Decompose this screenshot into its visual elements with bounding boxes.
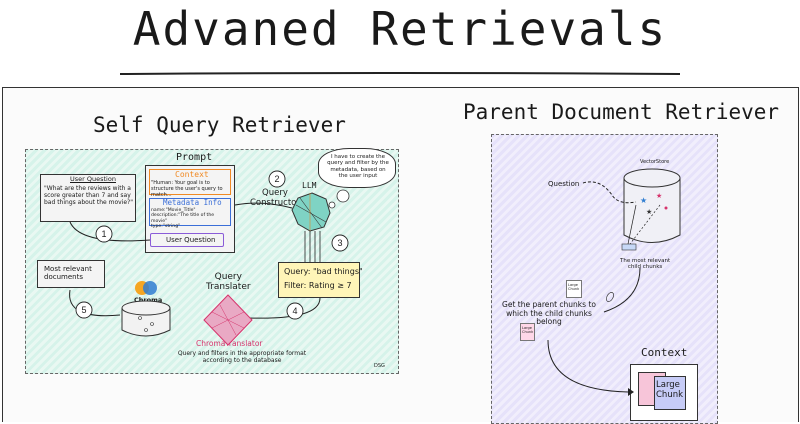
context-title: Context: [175, 170, 209, 179]
step-4-circle: [286, 302, 304, 320]
vectorstore-label: VectorStore: [640, 159, 670, 165]
svg-text:★: ★: [646, 208, 652, 216]
chroma-label: Chroma: [134, 296, 163, 304]
title-underline: [120, 72, 680, 75]
filter-text: Filter: Rating ≥ 7: [284, 281, 352, 290]
child-chunk-rect: [621, 243, 637, 251]
parent-doc-heading: Parent Document Retriever: [463, 100, 780, 124]
step-1-number: 1: [101, 229, 106, 239]
query-text: Query: "bad things": [284, 267, 363, 276]
translator-description: Query and filters in the appropriate for…: [177, 350, 307, 364]
query-filter-box: [278, 262, 360, 298]
svg-text:★: ★: [656, 192, 662, 200]
llm-gear-icon: [291, 192, 331, 232]
query-constructor-label: Query Constructor: [250, 188, 300, 208]
step-5-circle: [75, 301, 93, 319]
metadata-box: [149, 198, 231, 226]
query-translater-label: Query Translater: [206, 272, 251, 293]
relevant-docs-text: Most relevant documents: [44, 265, 92, 282]
signature: DSG: [374, 363, 385, 369]
thought-bubble: [318, 148, 396, 188]
step-3-number: 3: [337, 238, 342, 248]
small-large-chunk-1: [566, 280, 582, 298]
page-title: Advaned Retrievals: [132, 2, 668, 56]
step-4-number: 4: [292, 306, 297, 316]
vectorstore-icon: ★ ★ ★: [623, 168, 681, 243]
step-1-circle: [95, 225, 113, 243]
svg-text:★: ★: [640, 196, 647, 205]
thought-text: I have to create the query and filter by…: [327, 154, 389, 179]
prompt-box: [145, 165, 235, 253]
chroma-db-icon: [121, 300, 171, 337]
small-chunk-label-2: Large Chunk: [522, 326, 534, 335]
prompt-title: Prompt: [176, 152, 213, 163]
thought-dot-1: [336, 189, 350, 203]
user-question-text: "What are the reviews with a score great…: [44, 185, 134, 206]
user-question-title: User Question: [70, 175, 116, 183]
step-5-number: 5: [81, 305, 86, 315]
user-question-slot: [150, 233, 224, 247]
llm-label: LLM: [302, 181, 317, 190]
user-question-box: [40, 174, 136, 222]
user-question-label: User Question: [166, 236, 216, 244]
context-chunk-label: Large Chunk: [656, 380, 684, 400]
chroma-logo-icon: [135, 281, 157, 295]
context-heading: Context: [641, 346, 688, 359]
child-chunks-label: The most relevant child chunks: [620, 258, 671, 271]
relevant-docs-box: [37, 260, 105, 288]
small-large-chunk-2: [520, 323, 535, 341]
step-2-circle: [268, 170, 286, 188]
self-query-heading: Self Query Retriever: [93, 113, 346, 137]
question-label: Question: [548, 180, 580, 188]
step-3-circle: [331, 234, 349, 252]
metadata-text: name:"Movie_Title" description:"The titl…: [151, 208, 215, 229]
context-text: "Human: Your goal is to structure the us…: [151, 180, 223, 198]
parent-chunks-text: Get the parent chunks to which the child…: [502, 300, 596, 327]
chunk-card-front: [654, 376, 686, 410]
thought-dot-2: [328, 201, 336, 209]
metadata-title: Metadata Info: [163, 198, 222, 207]
step-2-number: 2: [274, 174, 279, 184]
paperclip-icon: [606, 292, 614, 302]
small-chunk-label-1: Large Chunk: [568, 283, 580, 292]
context-box: [149, 169, 231, 195]
